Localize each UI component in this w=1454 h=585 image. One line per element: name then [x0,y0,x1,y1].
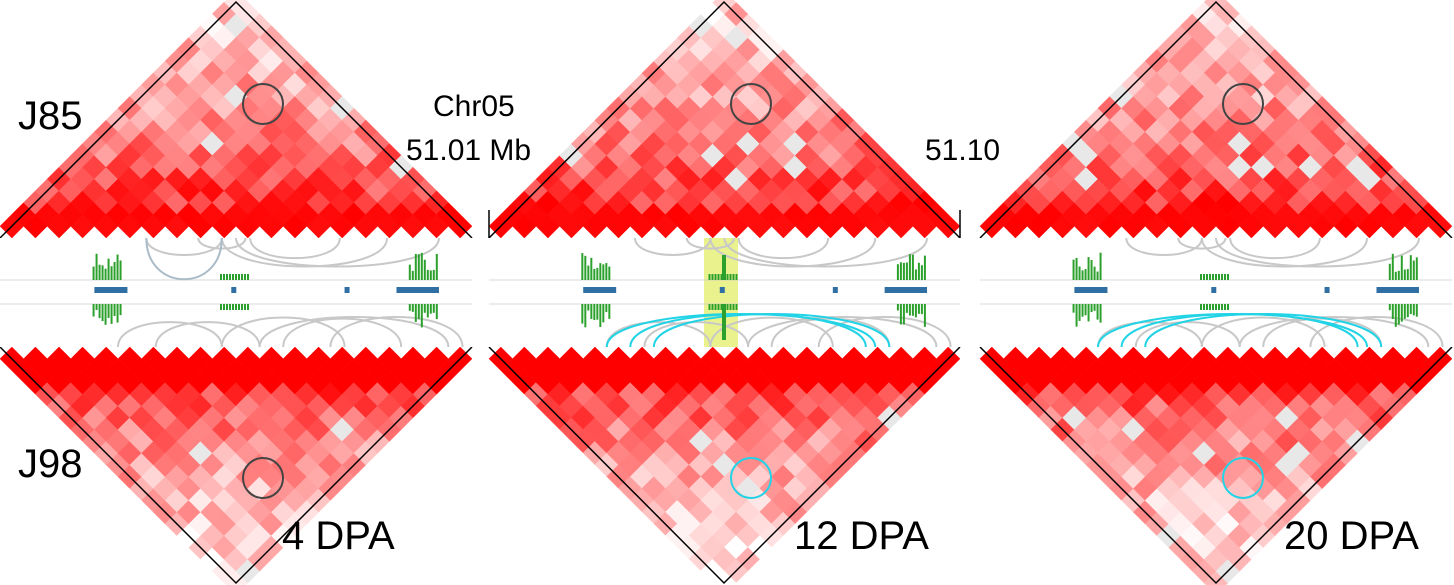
heatmap-top-p12 [488,0,961,239]
timepoint-label-20dpa: 20 DPA [1284,514,1419,558]
triangle-outline-top [979,0,1453,239]
gene-model [583,287,617,293]
gene-model [884,287,928,293]
differential-loop-arc [652,313,891,348]
gene-model [94,287,128,293]
gene-model [344,287,350,293]
chromatin-loop-arc [1238,316,1430,348]
chromatin-loop-arc [1177,237,1227,250]
panel-p20 [979,0,1453,585]
chromatin-loop-arc [117,321,223,348]
differential-loop-arc [1144,313,1383,348]
chromatin-loop-arc [1134,321,1241,348]
chromatin-loop-arc [249,237,341,260]
chromatin-loop-arc [737,237,830,260]
triangle-outline-top [488,0,961,239]
triangle-outline-bottom [0,346,473,585]
triangle-outline-bottom [488,346,961,585]
gene-model [1211,287,1217,293]
chromatin-loop-arc [685,237,735,250]
heatmap-top-p20 [979,0,1453,239]
gene-model [1324,287,1330,293]
chromatin-loop-arc [709,237,877,268]
panel-p12 [488,0,961,585]
chromatin-loop-arc [235,237,440,268]
chromatin-loop-arc [145,237,223,256]
loop-anchor-circle-top [242,83,284,125]
loop-anchor-circle-top [730,83,772,125]
coordinate-start-label: 51.01 Mb [406,134,532,167]
gene-model [832,287,838,293]
chromatin-loop-arc [329,316,464,348]
chromatin-loop-arc [220,237,389,268]
loop-anchor-circle-bottom [730,457,772,499]
chromatin-loop-arc [1229,237,1321,260]
timepoint-label-4dpa: 4 DPA [282,514,395,558]
chromatin-loop-arc [282,317,403,348]
timepoint-label-12dpa: 12 DPA [794,514,929,558]
track-band-p20 [980,237,1452,348]
chromatin-loop-arc [634,237,712,256]
genotype-bottom-label: J98 [18,442,83,486]
chromatin-loop-arc [258,316,450,348]
chromatin-loop-arc [1200,237,1369,268]
chromatin-loop-arc [723,237,929,268]
coordinate-end-label: 51.10 [925,134,1001,167]
chromatin-loop-arc [1309,316,1444,348]
triangle-outline-bottom [979,346,1453,585]
gene-model [1376,287,1419,293]
chromatin-loop-arc [709,316,834,348]
chromosome-label: Chr05 [433,90,515,123]
loop-anchor-circle-top [1222,83,1264,125]
chromatin-loop-arc [1125,237,1203,256]
chromatin-loop-arc [643,321,750,348]
gene-model [231,287,237,293]
gene-model [396,287,439,293]
track-band-p4 [0,237,472,348]
genotype-top-label: J85 [18,94,83,138]
chromatin-loop-arc [817,316,952,348]
gene-model [1074,287,1108,293]
chromatin-loop-arc [747,316,938,348]
chromatin-loop-arc [220,316,346,348]
panel-p4 [0,0,473,585]
track-band-p12 [489,237,960,348]
loop-anchor-circle-bottom [1222,457,1264,499]
gene-model [719,287,725,293]
loop-anchor-circle-bottom [242,457,284,499]
chromatin-loop-arc [1200,316,1326,348]
chromatin-loop-arc [145,237,223,281]
chromatin-loop-arc [154,321,261,348]
triangle-outline-top [0,0,473,239]
chromatin-loop-arc [1215,237,1420,268]
